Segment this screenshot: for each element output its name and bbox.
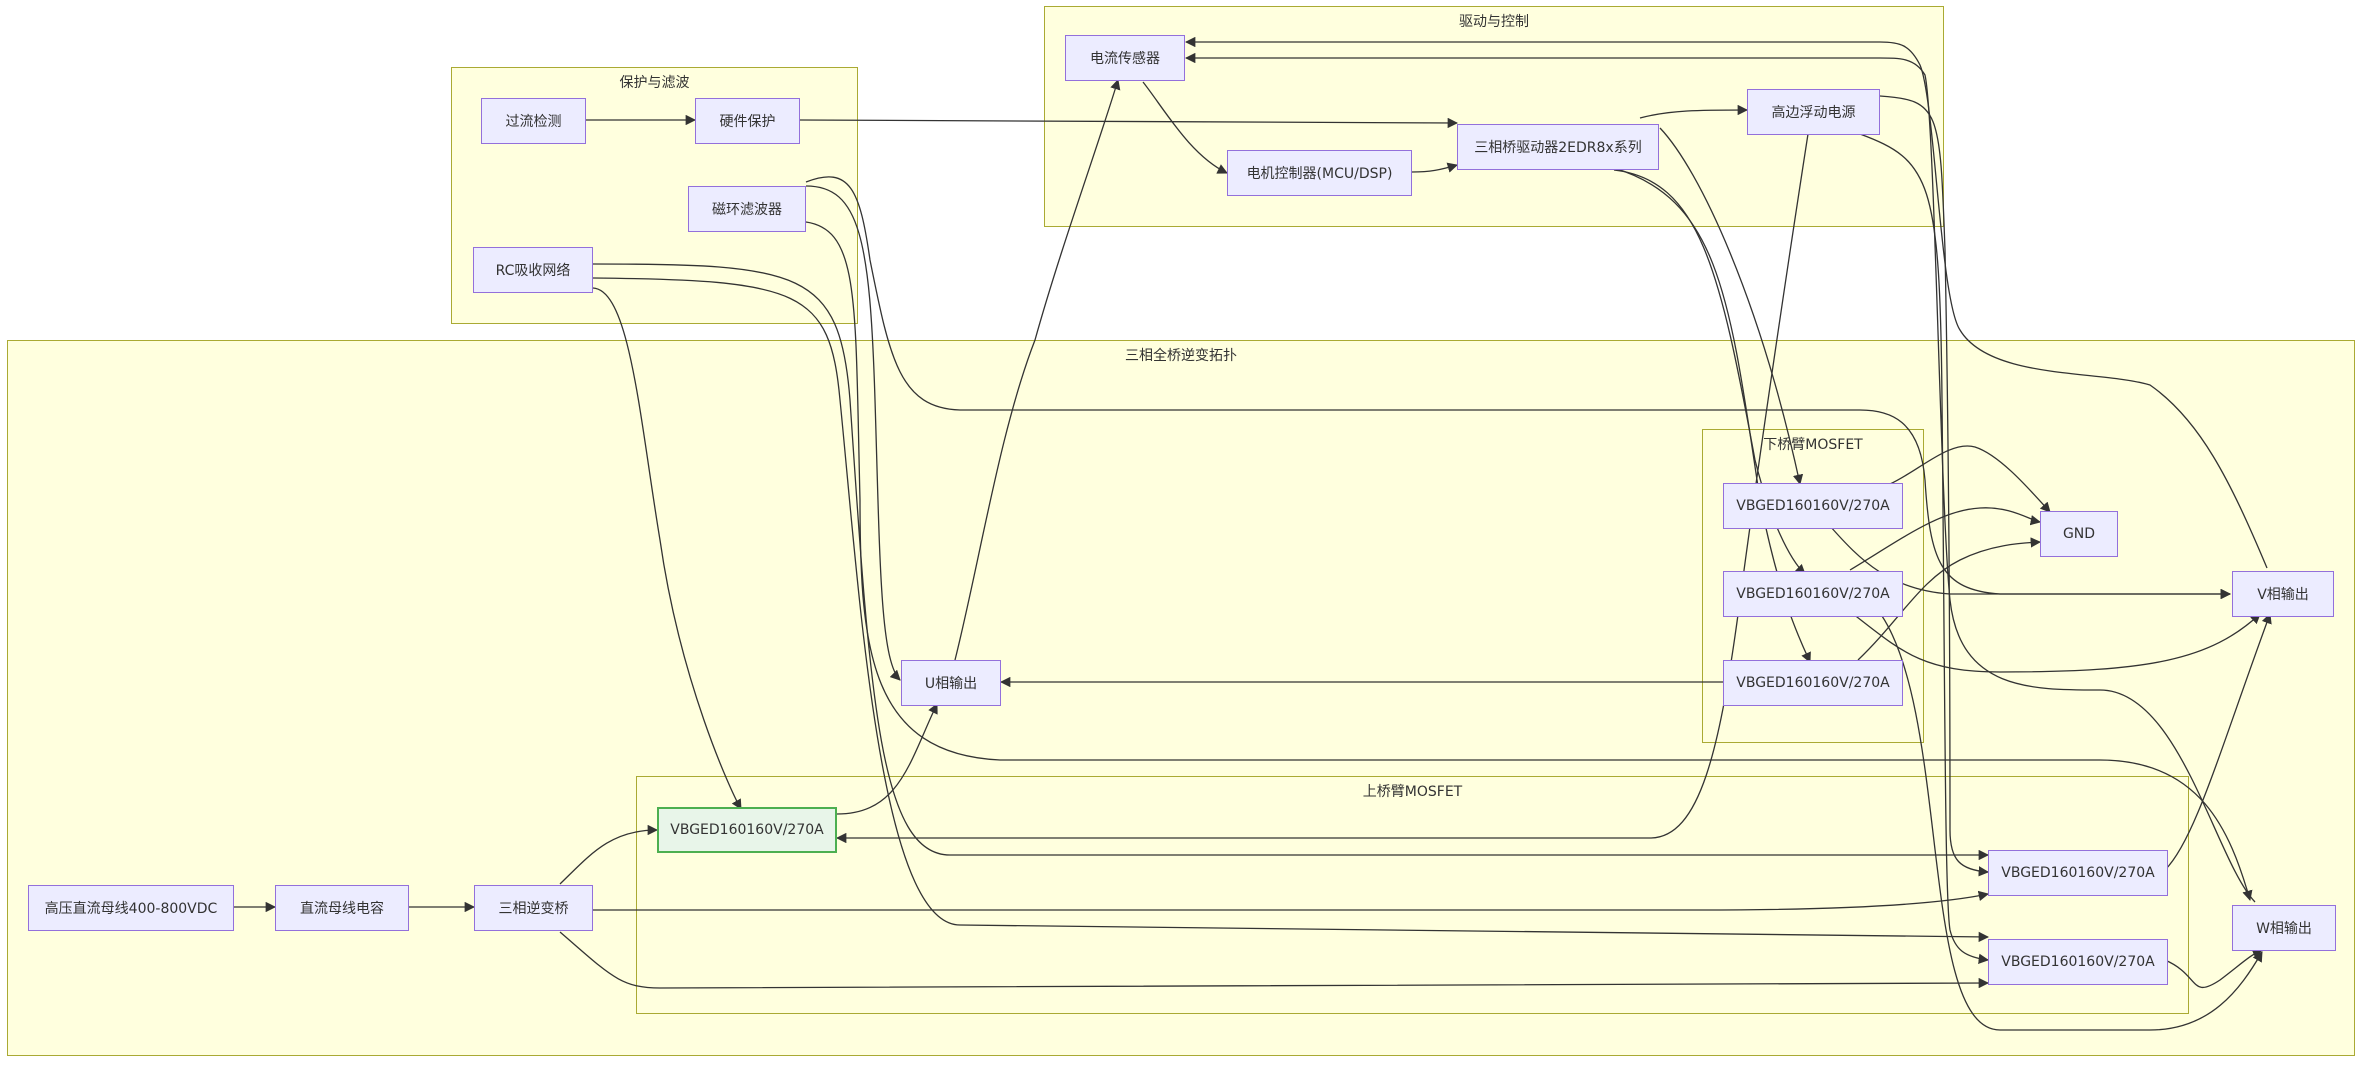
edge-low2-to-w xyxy=(1881,615,2263,1031)
edge-bridge-to-high2 xyxy=(592,890,1990,911)
node-current-sensor[interactable]: 电流传感器 xyxy=(1065,35,1185,81)
node-u-phase-output[interactable]: U相输出 xyxy=(901,660,1001,706)
edge-driver-to-low2 xyxy=(1613,169,1806,575)
edge-ferrite-to-v xyxy=(805,176,2232,600)
node-low-mosfet-1[interactable]: VBGED160160V/270A xyxy=(1723,483,1903,529)
node-dc-bus-capacitor[interactable]: 直流母线电容 xyxy=(275,885,409,931)
edge-driver-to-low3 xyxy=(1613,167,1811,663)
node-ferrite-filter[interactable]: 磁环滤波器 xyxy=(688,186,806,232)
edge-v-to-sensor xyxy=(1184,36,2268,569)
cluster-title: 下桥臂MOSFET xyxy=(1763,437,1863,453)
edge-high3-to-w xyxy=(2164,948,2263,989)
node-bridge-driver[interactable]: 三相桥驱动器2EDR8x系列 xyxy=(1457,124,1659,170)
node-float-power[interactable]: 高边浮动电源 xyxy=(1747,89,1880,135)
edge-ferrite-to-u xyxy=(805,185,901,681)
node-w-phase-output[interactable]: W相输出 xyxy=(2232,905,2336,951)
node-low-mosfet-2[interactable]: VBGED160160V/270A xyxy=(1723,571,1903,617)
edge-low2-to-v xyxy=(1847,609,2261,673)
node-rc-snubber[interactable]: RC吸收网络 xyxy=(473,247,593,293)
node-gnd[interactable]: GND xyxy=(2040,511,2118,557)
node-hv-dc-bus[interactable]: 高压直流母线400-800VDC xyxy=(28,885,234,931)
node-high-mosfet-1[interactable]: VBGED160160V/270A xyxy=(657,807,837,853)
node-v-phase-output[interactable]: V相输出 xyxy=(2232,571,2334,617)
edge-rc-to-high1 xyxy=(592,287,742,810)
edge-high2-to-v xyxy=(2164,613,2272,871)
edge-u-to-sensor xyxy=(954,79,1121,661)
node-motor-controller[interactable]: 电机控制器(MCU/DSP) xyxy=(1227,150,1412,196)
cluster-title: 保护与滤波 xyxy=(619,75,690,91)
edge-rc-to-high2 xyxy=(592,263,1990,861)
node-hardware-protect[interactable]: 硬件保护 xyxy=(695,98,800,144)
edge-driver-to-float xyxy=(1639,104,1749,119)
edge-hw-to-driver xyxy=(799,117,1459,129)
edge-bridge-to-high1 xyxy=(559,824,659,885)
node-high-mosfet-2[interactable]: VBGED160160V/270A xyxy=(1988,850,2168,896)
node-overcurrent-detect[interactable]: 过流检测 xyxy=(481,98,586,144)
edge-low3-to-gnd xyxy=(1857,537,2042,661)
edge-low2-to-gnd xyxy=(1849,507,2042,571)
cluster-high-arm: 上桥臂MOSFET xyxy=(636,776,2189,1014)
edge-float-to-high1 xyxy=(835,133,1809,844)
edge-rc-to-high3 xyxy=(592,277,1990,943)
cluster-title: 上桥臂MOSFET xyxy=(1362,784,1463,800)
cluster-title: 三相全桥逆变拓扑 xyxy=(1125,348,1237,364)
edge-ferrite-to-w xyxy=(805,221,2253,901)
edge-float-to-high2 xyxy=(1879,95,1990,877)
edge-w-to-sensor xyxy=(1184,52,2256,903)
edge-sensor-to-controller xyxy=(1142,81,1228,174)
edge-driver-to-low1 xyxy=(1659,127,1804,486)
node-three-phase-bridge[interactable]: 三相逆变桥 xyxy=(474,885,593,931)
edge-high1-to-u xyxy=(836,703,938,815)
edge-float-to-high3 xyxy=(1859,133,1990,964)
node-low-mosfet-3[interactable]: VBGED160160V/270A xyxy=(1723,660,1903,706)
node-high-mosfet-3[interactable]: VBGED160160V/270A xyxy=(1988,939,2168,985)
cluster-title: 驱动与控制 xyxy=(1459,14,1529,30)
edge-low1-to-gnd xyxy=(1889,445,2051,513)
edge-controller-to-driver xyxy=(1411,162,1458,173)
edge-bridge-to-high3 xyxy=(559,931,1990,989)
